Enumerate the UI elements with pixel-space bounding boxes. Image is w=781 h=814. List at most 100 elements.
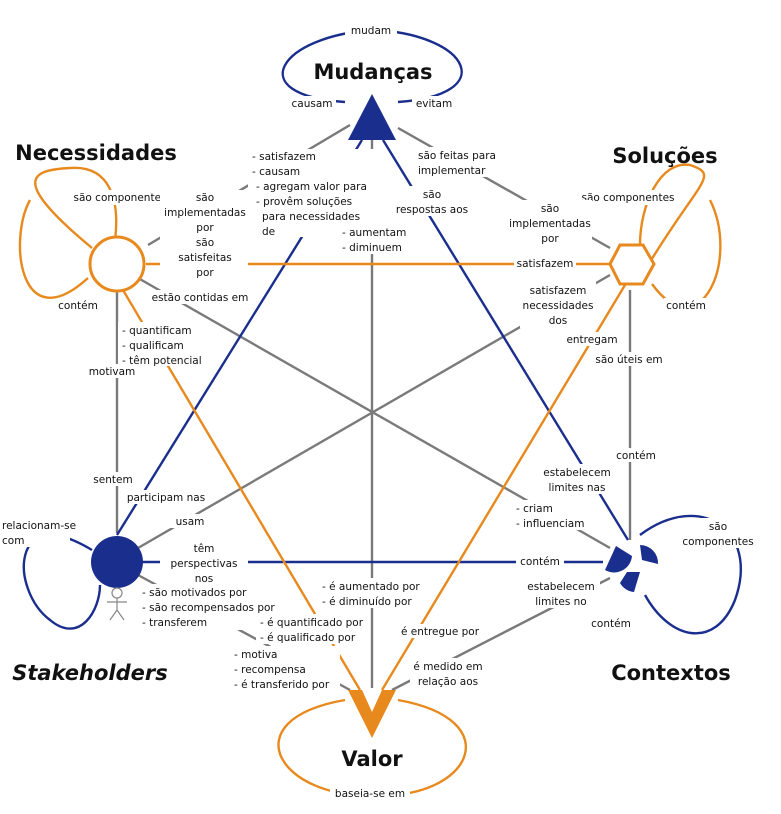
svg-text:perspectivas: perspectivas [171,558,238,570]
label-motivados: - são motivados por - são recompensados … [142,587,275,629]
svg-text:- é qualificado por: - é qualificado por [260,632,356,644]
svg-text:- são recompensados por: - são recompensados por [142,602,275,614]
node-title-solucoes: Soluções [612,144,717,168]
svg-text:necessidades: necessidades [523,300,594,312]
svg-text:são: são [196,237,214,249]
svg-text:dos: dos [549,315,568,327]
edge-solucoes-valor [380,284,627,691]
svg-text:implementadas: implementadas [509,218,591,230]
node-title-valor: Valor [341,747,403,771]
label-perspectivas: têm perspectivas nos [171,543,238,585]
hexagon-icon [608,243,656,286]
label-nec-contidas: estão contidas em [152,292,249,304]
svg-text:estabelecem: estabelecem [543,467,610,479]
svg-text:- aumentam: - aumentam [342,227,406,239]
label-usam: usam [176,516,205,528]
svg-text:- motiva: - motiva [234,649,277,661]
pinwheel-icon [605,545,659,592]
svg-text:são: são [423,189,441,201]
svg-text:- recompensa: - recompensa [234,664,306,676]
label-aumentam: - aumentam - diminuem [342,227,406,254]
person-icon [91,536,143,621]
svg-text:por: por [541,233,559,245]
label-quantificam: - quantificam - qualificam - têm potenci… [122,325,202,367]
label-baseia: baseia-se em [335,788,405,800]
svg-text:- quantificam: - quantificam [122,325,192,337]
circle-outline-icon [88,235,146,293]
label-relacionam: relacionam-se com [2,520,76,547]
svg-text:- transferem: - transferem [142,617,207,629]
svg-text:limites no: limites no [535,596,586,608]
label-aumentado: - é aumentado por - é diminuído por [322,581,420,608]
svg-text:satisfeitas: satisfeitas [178,252,232,264]
label-nec-contem: contém [58,300,98,312]
label-nec-satisfazem: - satisfazem - causam - agregam valor pa… [252,151,367,238]
svg-text:- satisfazem: - satisfazem [252,151,316,163]
label-participam: participam nas [127,492,205,504]
svg-text:relação aos: relação aos [418,676,478,688]
svg-text:- causam: - causam [252,166,300,178]
svg-text:são: são [196,192,214,204]
svg-text:implementadas: implementadas [164,207,246,219]
svg-text:são feitas para: são feitas para [418,150,496,162]
node-title-necessidades: Necessidades [15,141,177,165]
label-mudam: mudam [351,25,391,37]
label-ctx-contem-line: contém [520,556,560,568]
label-feitas-para: são feitas para implementar [418,150,496,177]
label-sat-necessidades: satisfazem necessidades dos [523,285,594,327]
node-title-stakeholders: Stakeholders [12,661,168,685]
svg-text:por: por [196,222,214,234]
svg-text:- influenciam: - influenciam [516,518,584,530]
svg-text:- diminuem: - diminuem [342,242,402,254]
label-sol-satisfazem: satisfazem [517,258,574,270]
node-title-mudancas: Mudanças [313,60,432,84]
svg-text:componentes: componentes [682,536,753,548]
label-sentem: sentem [93,474,132,486]
svg-text:por: por [196,267,214,279]
svg-text:- é diminuído por: - é diminuído por [322,596,412,608]
svg-text:- é quantificado por: - é quantificado por [260,617,364,629]
triangle-icon [348,94,396,140]
svg-text:- criam: - criam [516,503,553,515]
label-respostas-aos: são respostas aos [396,189,468,216]
node-title-contextos: Contextos [611,661,731,685]
label-sol-componentes: são componentes [582,192,675,204]
label-sol-contem: contém [666,300,706,312]
svg-text:é medido em: é medido em [413,661,482,673]
svg-text:são: são [709,521,727,533]
svg-text:- é aumentado por: - é aumentado por [322,581,420,593]
svg-text:são: são [541,203,559,215]
svg-text:estabelecem: estabelecem [527,581,594,593]
label-ctx-contem-loop: contém [591,618,631,630]
svg-text:- agregam valor para: - agregam valor para [256,181,367,193]
svg-text:- provêm soluções: - provêm soluções [256,196,352,208]
svg-text:- são motivados por: - são motivados por [142,587,247,599]
svg-text:limites nas: limites nas [549,482,606,494]
svg-text:de: de [262,226,275,238]
svg-text:- têm potencial: - têm potencial [122,355,202,367]
label-sol-implementadas: são implementadas por [509,203,591,245]
svg-text:nos: nos [195,573,214,585]
label-estabelecem-nas: estabelecem limites nas [543,467,610,494]
label-entregam: entregam [566,334,617,346]
stakeholders-self-loop [22,534,102,630]
label-evitam: evitam [416,98,452,110]
label-nec-implementadas: são implementadas por são satisfeitas po… [164,192,246,279]
svg-text:- é transferido por: - é transferido por [234,679,330,691]
svg-text:- qualificam: - qualificam [122,340,184,352]
label-ctx-componentes: são componentes [682,521,753,548]
label-motiva: - motiva - recompensa - é transferido po… [234,649,330,691]
label-motivam: motivam [89,366,136,378]
svg-text:respostas aos: respostas aos [396,204,468,216]
svg-text:satisfazem: satisfazem [530,285,587,297]
triangle-down-icon [348,690,396,738]
label-uteis-em: são úteis em [595,354,662,366]
contextos-self-loop [639,514,742,635]
svg-text:para necessidades: para necessidades [262,211,360,223]
label-nec-componentes: são componentes [74,192,167,204]
svg-text:têm: têm [194,543,215,555]
svg-text:relacionam-se: relacionam-se [2,520,76,532]
triangle-down-icon-inner [362,690,382,712]
svg-text:implementar: implementar [418,165,486,177]
